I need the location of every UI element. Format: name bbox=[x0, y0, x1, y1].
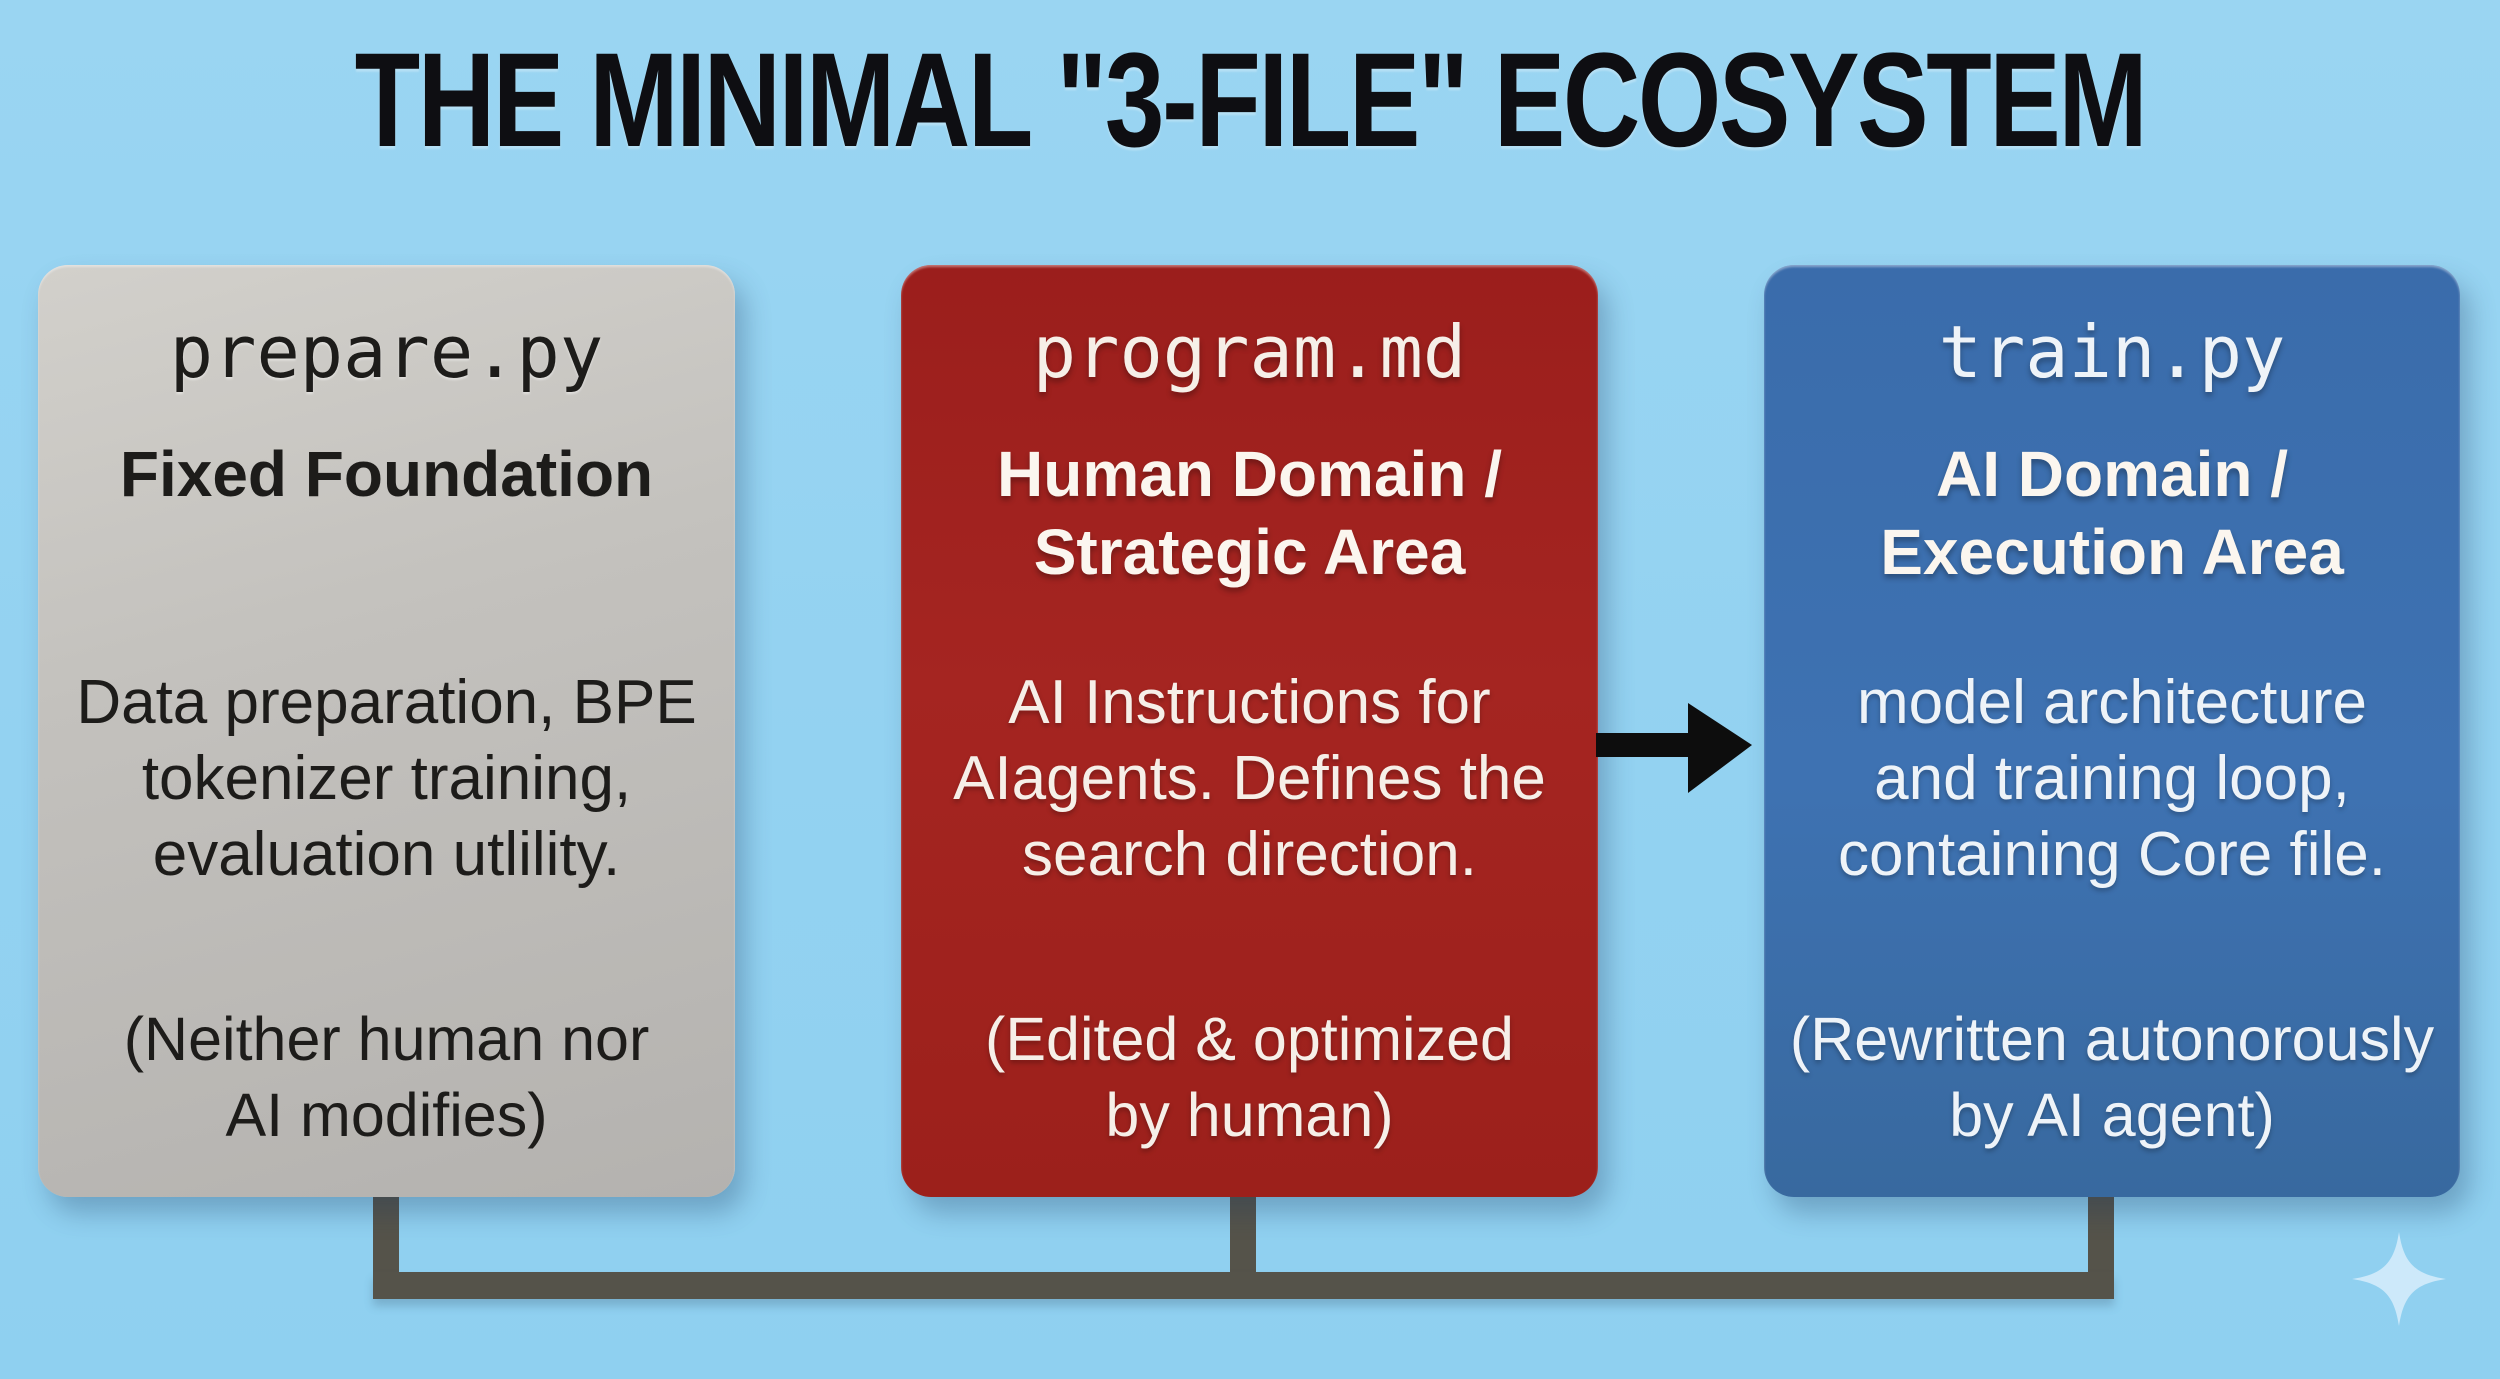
page-title: THE MINIMAL "3-FILE" ECOSYSTEM bbox=[354, 26, 2148, 175]
filename-label: prepare.py bbox=[169, 310, 604, 394]
filename-label: train.py bbox=[1938, 310, 2286, 394]
card-description: Data preparation, BPE tokenizer training… bbox=[76, 668, 697, 889]
card-description: model architecture and training loop, co… bbox=[1838, 668, 2386, 889]
filename-label: program.md bbox=[1032, 310, 1467, 394]
card-note: (Rewritten autonorously by AI agent) bbox=[1789, 1005, 2435, 1149]
card-prepare-py: prepare.py Fixed Foundation Data prepara… bbox=[38, 265, 735, 1197]
card-heading: Human Domain / Strategic Area bbox=[997, 438, 1502, 588]
card-train-py: train.py AI Domain / Execution Area mode… bbox=[1764, 265, 2460, 1197]
card-heading: Fixed Foundation bbox=[119, 438, 654, 510]
card-note: (Neither human nor AI modifies) bbox=[123, 1005, 650, 1149]
connector-stub-program bbox=[1230, 1190, 1256, 1286]
flow-arrow-icon bbox=[1596, 703, 1752, 793]
card-program-md: program.md Human Domain / Strategic Area… bbox=[901, 265, 1598, 1197]
card-description: AI Instructions for AIagents. Defines th… bbox=[953, 668, 1546, 889]
connector-stub-prepare bbox=[373, 1190, 399, 1286]
card-heading: AI Domain / Execution Area bbox=[1880, 438, 2344, 588]
card-note: (Edited & optimized by human) bbox=[985, 1005, 1514, 1149]
connector-stub-train bbox=[2088, 1190, 2114, 1286]
connector-bar bbox=[373, 1272, 2114, 1299]
sparkle-icon bbox=[2352, 1232, 2446, 1326]
